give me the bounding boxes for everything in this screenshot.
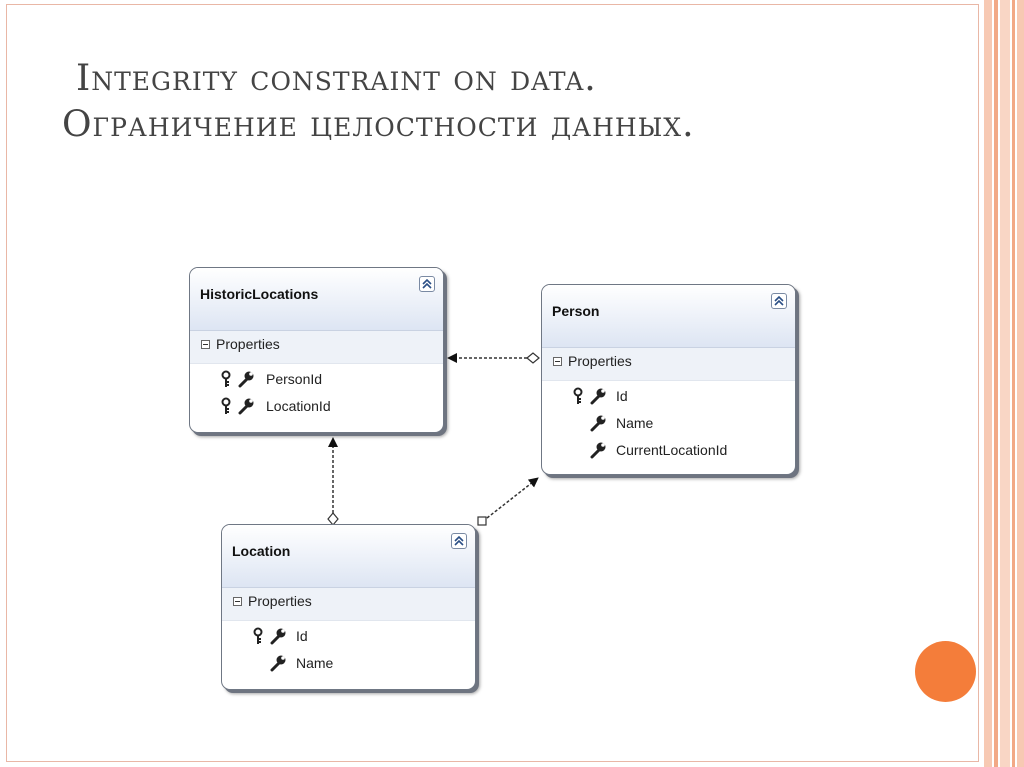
- section-label: Properties: [248, 593, 312, 609]
- property-row[interactable]: CurrentLocationId: [542, 438, 795, 465]
- collapse-up-icon[interactable]: [451, 533, 467, 549]
- property-list: PersonId LocationId: [190, 364, 443, 421]
- entity-header: Location: [222, 525, 475, 588]
- wrench-icon: [590, 388, 606, 405]
- decorative-stripes: [984, 0, 1024, 767]
- entity-location[interactable]: Location Properties Id Name: [221, 524, 476, 690]
- collapse-up-icon[interactable]: [419, 276, 435, 292]
- minus-box-icon[interactable]: [201, 340, 210, 349]
- key-icon: [573, 387, 583, 404]
- property-row[interactable]: Id: [222, 624, 475, 651]
- entity-name: Person: [552, 303, 600, 319]
- property-label: Name: [616, 415, 654, 431]
- slide-title: Integrity constraint on data. Ограничени…: [62, 56, 962, 148]
- accent-circle: [915, 641, 976, 702]
- slide-frame: [6, 4, 979, 762]
- minus-box-icon[interactable]: [553, 357, 562, 366]
- entity-header: HistoricLocations: [190, 268, 443, 331]
- connector-location-person[interactable]: [477, 477, 539, 526]
- entity-name: HistoricLocations: [200, 286, 319, 302]
- properties-section[interactable]: Properties: [542, 348, 795, 381]
- property-list: Id Name CurrentLocationId: [542, 381, 795, 465]
- key-icon: [253, 627, 263, 644]
- entity-header: Person: [542, 285, 795, 348]
- property-row[interactable]: LocationId: [190, 394, 443, 421]
- property-row[interactable]: Id: [542, 384, 795, 411]
- wrench-icon: [238, 398, 254, 415]
- section-label: Properties: [568, 353, 632, 369]
- property-label: CurrentLocationId: [616, 442, 728, 458]
- properties-section[interactable]: Properties: [190, 331, 443, 364]
- wrench-icon: [590, 442, 606, 459]
- property-row[interactable]: PersonId: [190, 367, 443, 394]
- connector-location-historic[interactable]: [327, 437, 339, 526]
- property-list: Id Name: [222, 621, 475, 678]
- diamond-end-icon: [526, 352, 540, 364]
- key-icon: [221, 397, 231, 414]
- title-line-english: Integrity constraint on data.: [76, 58, 597, 99]
- entity-person[interactable]: Person Properties Id Name CurrentLocatio…: [541, 284, 796, 475]
- property-label: Id: [296, 628, 308, 644]
- wrench-icon: [238, 371, 254, 388]
- property-row[interactable]: Name: [542, 411, 795, 438]
- wrench-icon: [270, 655, 286, 672]
- property-label: Name: [296, 655, 334, 671]
- property-label: LocationId: [266, 398, 331, 414]
- entity-historic-locations[interactable]: HistoricLocations Properties PersonId Lo…: [189, 267, 444, 433]
- collapse-up-icon[interactable]: [771, 293, 787, 309]
- properties-section[interactable]: Properties: [222, 588, 475, 621]
- entity-name: Location: [232, 543, 291, 559]
- square-end-icon: [477, 516, 487, 526]
- wrench-icon: [270, 628, 286, 645]
- property-row[interactable]: Name: [222, 651, 475, 678]
- wrench-icon: [590, 415, 606, 432]
- property-label: Id: [616, 388, 628, 404]
- section-label: Properties: [216, 336, 280, 352]
- title-line-russian: Ограничение целостности данных.: [62, 104, 695, 145]
- property-label: PersonId: [266, 371, 323, 387]
- minus-box-icon[interactable]: [233, 597, 242, 606]
- key-icon: [221, 370, 231, 387]
- connector-person-historic[interactable]: [447, 352, 540, 364]
